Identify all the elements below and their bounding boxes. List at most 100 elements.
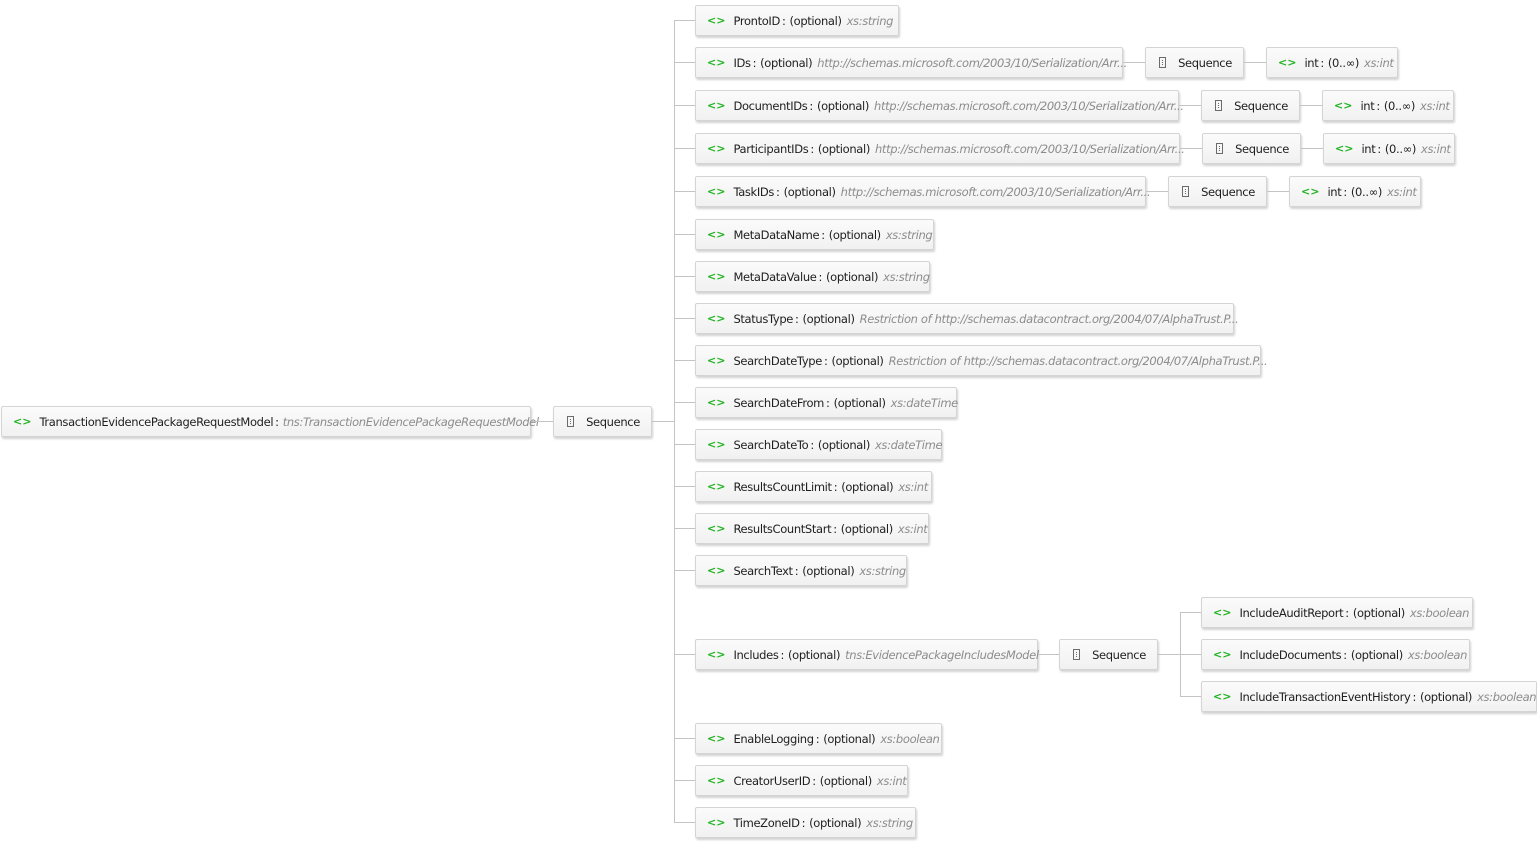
element-type: http://schemas.microsoft.com/2003/10/Ser…: [874, 98, 1184, 113]
sequence-node[interactable]: Sequence: [1168, 176, 1267, 207]
separator: :: [1376, 98, 1380, 113]
connector-line: [1158, 654, 1180, 655]
connector-line: [1179, 105, 1201, 106]
element-prontoid[interactable]: <>ProntoID:(optional)xs:string: [695, 5, 899, 36]
element-documentids[interactable]: <>DocumentIDs:(optional)http://schemas.m…: [695, 90, 1184, 121]
connector-line: [674, 62, 695, 63]
element-type: xs:int: [1364, 55, 1394, 70]
element-type: xs:string: [859, 563, 906, 578]
element-enablelogging[interactable]: <>EnableLogging:(optional)xs:boolean: [695, 723, 942, 754]
element-name: int: [1304, 55, 1319, 70]
element-statustype[interactable]: <>StatusType:(optional)Restriction of ht…: [695, 303, 1239, 334]
occurrence: (optional): [831, 353, 884, 368]
sequence-node[interactable]: Sequence: [1202, 133, 1301, 164]
element-timezoneid[interactable]: <>TimeZoneID:(optional)xs:string: [695, 807, 916, 838]
occurrence: (optional): [819, 773, 872, 788]
element-name: ProntoID: [733, 13, 780, 28]
sequence-label: Sequence: [1235, 141, 1289, 156]
occurrence: (0..∞): [1350, 184, 1383, 199]
element-searchtext[interactable]: <>SearchText:(optional)xs:string: [695, 555, 907, 586]
connector-line: [1300, 105, 1322, 106]
connector-line: [674, 318, 695, 319]
occurrence: (optional): [1350, 647, 1403, 662]
occurrence: (optional): [802, 311, 855, 326]
element-ids[interactable]: <>IDs:(optional)http://schemas.microsoft…: [695, 47, 1127, 78]
element-type: xs:boolean: [1409, 605, 1470, 620]
connector-line: [674, 191, 695, 192]
element-type: Restriction of http://schemas.datacontra…: [859, 311, 1239, 326]
element-type: http://schemas.microsoft.com/2003/10/Ser…: [817, 55, 1127, 70]
element-int[interactable]: <>int:(0..∞)xs:int: [1323, 133, 1455, 164]
occurrence: (optional): [828, 227, 881, 242]
element-metadataname[interactable]: <>MetaDataName:(optional)xs:string: [695, 219, 934, 250]
element-type: xs:int: [1421, 141, 1451, 156]
element-name: EnableLogging: [733, 731, 814, 746]
separator: :: [810, 141, 814, 156]
element-icon: <>: [707, 228, 726, 241]
occurrence: (0..∞): [1383, 98, 1416, 113]
element-type: xs:string: [885, 227, 933, 242]
occurrence: (optional): [809, 815, 862, 830]
element-creatoruserid[interactable]: <>CreatorUserID:(optional)xs:int: [695, 765, 908, 796]
element-name: int: [1360, 98, 1375, 113]
element-searchdateto[interactable]: <>SearchDateTo:(optional)xs:dateTime: [695, 429, 943, 460]
occurrence: (optional): [817, 437, 870, 452]
element-type: xs:string: [866, 815, 913, 830]
element-name: MetaDataName: [733, 227, 820, 242]
element-icon: <>: [707, 312, 726, 325]
sequence-node[interactable]: Sequence: [1201, 90, 1300, 121]
element-name: SearchDateFrom: [733, 395, 825, 410]
element-taskids[interactable]: <>TaskIDs:(optional)http://schemas.micro…: [695, 176, 1151, 207]
connector-line: [674, 360, 695, 361]
separator: :: [1320, 55, 1324, 70]
element-icon: <>: [1213, 690, 1232, 703]
occurrence: (optional): [833, 395, 886, 410]
connector-line: [531, 421, 553, 422]
element-resultscountlimit[interactable]: <>ResultsCountLimit:(optional)xs:int: [695, 471, 932, 502]
occurrence: (optional): [783, 184, 836, 199]
sequence-node[interactable]: Sequence: [553, 406, 652, 437]
occurrence: (0..∞): [1384, 141, 1417, 156]
connector-line: [674, 570, 695, 571]
element-type: http://schemas.microsoft.com/2003/10/Ser…: [874, 141, 1185, 156]
element-name: ParticipantIDs: [733, 141, 809, 156]
connector-line: [1244, 62, 1266, 63]
element-icon: <>: [707, 438, 726, 451]
connector-line: [674, 20, 675, 823]
connector-line: [674, 528, 695, 529]
separator: :: [780, 647, 785, 662]
element-icon: <>: [707, 816, 726, 829]
element-includetransactioneventhistory[interactable]: <>IncludeTransactionEventHistory:(option…: [1201, 681, 1537, 712]
element-type: xs:int: [898, 479, 928, 494]
element-includedocuments[interactable]: <>IncludeDocuments:(optional)xs:boolean: [1201, 639, 1470, 670]
connector-line: [1180, 612, 1201, 613]
element-resultscountstart[interactable]: <>ResultsCountStart:(optional)xs:int: [695, 513, 929, 544]
connector-line: [674, 402, 695, 403]
element-searchdatetype[interactable]: <>SearchDateType:(optional)Restriction o…: [695, 345, 1268, 376]
separator: :: [776, 184, 780, 199]
element-name: SearchDateTo: [733, 437, 809, 452]
element-includeauditreport[interactable]: <>IncludeAuditReport:(optional)xs:boolea…: [1201, 597, 1473, 628]
separator: :: [795, 311, 799, 326]
root-element[interactable]: <>TransactionEvidencePackageRequestModel…: [1, 406, 539, 437]
element-icon: <>: [1301, 185, 1320, 198]
occurrence: (optional): [1419, 689, 1473, 704]
occurrence: (optional): [789, 13, 842, 28]
separator: :: [823, 353, 828, 368]
element-name: IncludeDocuments: [1239, 647, 1342, 662]
element-searchdatefrom[interactable]: <>SearchDateFrom:(optional)xs:dateTime: [695, 387, 958, 418]
element-type: xs:boolean: [1477, 689, 1537, 704]
element-includes[interactable]: <>Includes:(optional)tns:EvidencePackage…: [695, 639, 1039, 670]
element-metadatavalue[interactable]: <>MetaDataValue:(optional)xs:string: [695, 261, 930, 292]
element-int[interactable]: <>int:(0..∞)xs:int: [1322, 90, 1454, 121]
element-participantids[interactable]: <>ParticipantIDs:(optional)http://schema…: [695, 133, 1185, 164]
element-icon: <>: [707, 14, 726, 27]
element-int[interactable]: <>int:(0..∞)xs:int: [1289, 176, 1421, 207]
sequence-node[interactable]: Sequence: [1059, 639, 1158, 670]
element-int[interactable]: <>int:(0..∞)xs:int: [1266, 47, 1398, 78]
sequence-icon: [1216, 143, 1224, 154]
sequence-node[interactable]: Sequence: [1145, 47, 1244, 78]
element-icon: <>: [1334, 99, 1353, 112]
occurrence: (optional): [788, 647, 841, 662]
element-name: TransactionEvidencePackageRequestModel: [39, 414, 274, 429]
